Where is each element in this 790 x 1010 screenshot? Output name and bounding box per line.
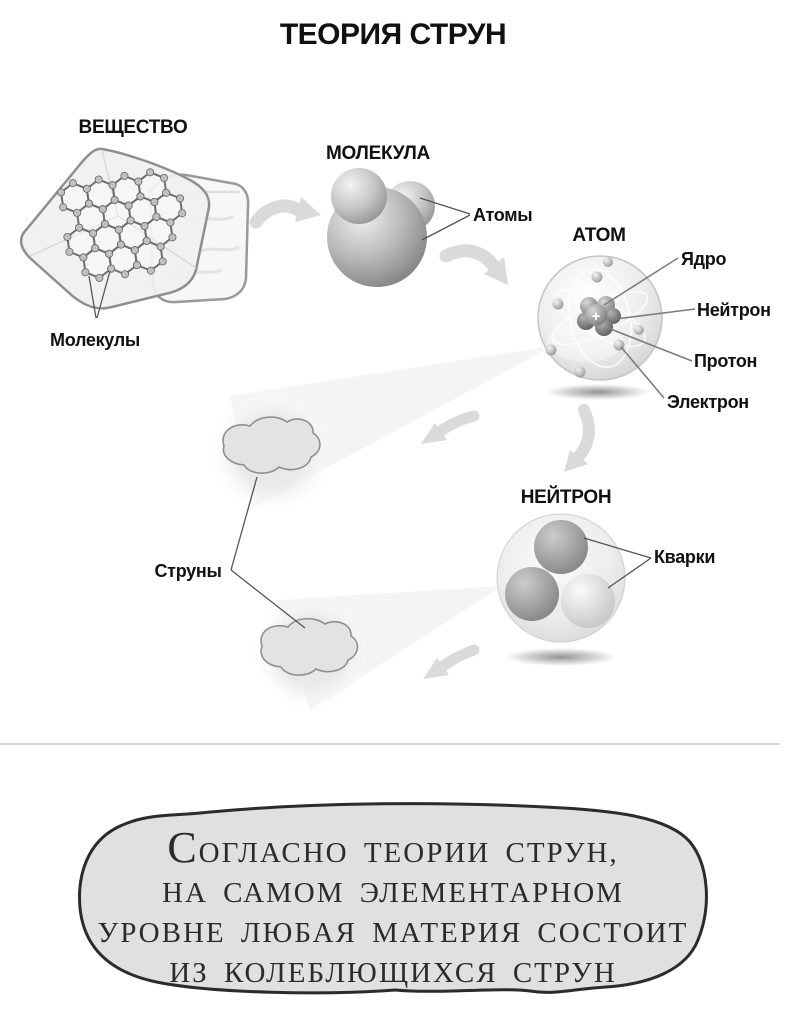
callout-lines: [88, 197, 652, 629]
atom-neutron-label: Нейтрон: [697, 300, 771, 320]
caption-line: СОГЛАСНО ТЕОРИИ СТРУН,: [167, 823, 619, 872]
nucleus: +: [577, 296, 621, 336]
electrons: [545, 257, 644, 378]
atom-illustration: +: [537, 255, 663, 381]
arrow-matter-to-molecule: [249, 197, 321, 229]
quarks-label: Кварки: [654, 547, 716, 567]
arrow-atom-to-neutron: [564, 404, 595, 472]
arrow-to-string-bottom: [423, 644, 480, 679]
caption-bubble: [78, 802, 708, 995]
molecules-label: Молекулы: [50, 330, 140, 350]
quark: [534, 520, 588, 574]
neutron-illustration: [496, 513, 626, 643]
nucleus-plus-sign: +: [592, 308, 601, 325]
neutron-heading: НЕЙТРОН: [520, 487, 612, 508]
matter-illustration: [19, 147, 250, 310]
quark: [561, 574, 615, 628]
string-view-bottom: [250, 591, 372, 713]
atom-heading: АТОМ: [572, 225, 626, 246]
page-title: ТЕОРИЯ СТРУН: [279, 18, 507, 51]
strings-label: Струны: [154, 561, 222, 581]
flow-arrows: [249, 197, 595, 679]
string-view-top: [208, 388, 336, 516]
arrow-molecule-to-atom: [439, 244, 508, 285]
neutron-shadow: [505, 648, 617, 666]
matter-heading: ВЕЩЕСТВО: [78, 117, 188, 138]
proton-label: Протон: [694, 351, 758, 371]
caption-line: НА САМОМ ЭЛЕМЕНТАРНОМ: [162, 877, 624, 909]
atom-callout-lines: [603, 257, 696, 399]
caption-line: ИЗ КОЛЕБЛЮЩИХСЯ СТРУН: [169, 957, 617, 989]
arrow-to-string-top: [421, 410, 480, 444]
molecule-illustration: [327, 168, 435, 287]
electron-label: Электрон: [667, 392, 749, 412]
caption-text: СОГЛАСНО ТЕОРИИ СТРУН, НА САМОМ ЭЛЕМЕНТА…: [63, 823, 723, 993]
nucleus-label: Ядро: [681, 249, 727, 269]
atom-shadow: [546, 384, 650, 400]
molecule-heading: МОЛЕКУЛА: [326, 143, 430, 164]
atoms-label: Атомы: [473, 205, 533, 225]
quark: [505, 567, 559, 621]
caption-line: УРОВНЕ ЛЮБАЯ МАТЕРИЯ СОСТОИТ: [97, 917, 689, 949]
